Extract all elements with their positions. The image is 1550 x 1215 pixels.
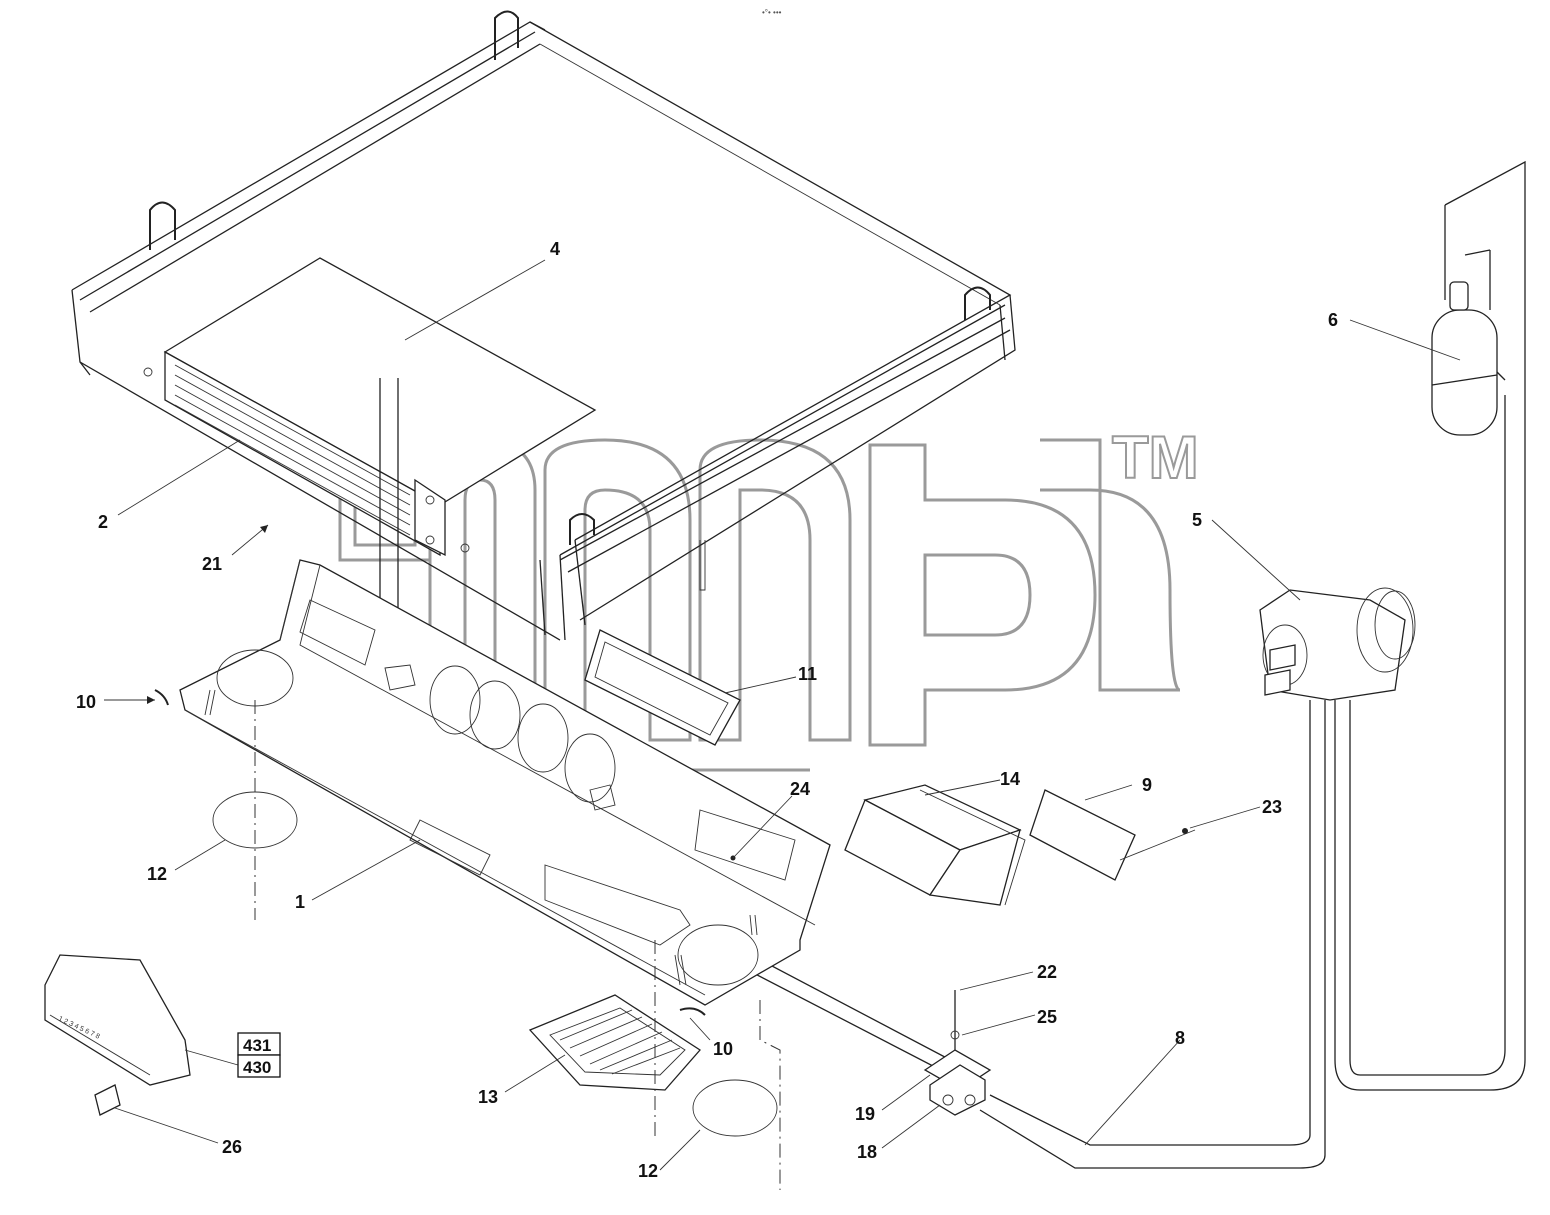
ring-12-left [212,700,298,920]
top-mark: •°• ••• [762,8,782,17]
callout-1: 1 [295,892,305,912]
callout-10-left: 10 [76,692,96,712]
callout-2: 2 [98,512,108,532]
callout-24: 24 [790,779,810,799]
ref-box-430: 430 [237,1054,281,1078]
callout-19: 19 [855,1104,875,1124]
callout-8: 8 [1175,1028,1185,1048]
ref-box-431: 431 [237,1032,281,1056]
hose-loop-8 [979,160,1526,1169]
mounting-panel [179,559,831,1006]
plate-9 [1029,789,1196,881]
callout-6: 6 [1328,310,1338,330]
callout-11: 11 [798,664,817,684]
ring-12-bottom [692,1000,781,1190]
mount-block [923,990,992,1116]
watermark-tm: TM [1112,424,1199,491]
callout-21: 21 [202,554,222,574]
ref-box-431-text: 431 [243,1036,271,1055]
callouts: 4 2 21 6 5 10 11 24 14 9 23 12 1 22 25 8… [76,239,1338,1181]
callout-12-left: 12 [147,864,167,884]
callout-25: 25 [1037,1007,1057,1027]
callout-14: 14 [1000,769,1020,789]
ref-box-430-text: 430 [243,1058,271,1077]
fuse-box: 1 2 3 4 5 6 7 8 [44,954,239,1116]
seal-10 [154,689,706,1016]
callout-23: 23 [1262,797,1282,817]
callout-26: 26 [222,1137,242,1157]
callout-12-bottom: 12 [638,1161,658,1181]
receiver-drier-6 [1431,281,1506,436]
arrow-10-head [147,696,155,704]
leader-lines [104,259,1461,1171]
arrow-21-head [260,525,268,533]
duct-14 [844,784,1026,906]
callout-22: 22 [1037,962,1057,982]
grille-13 [528,940,701,1140]
callout-18: 18 [857,1142,877,1162]
callout-10-bottom: 10 [713,1039,733,1059]
callout-13: 13 [478,1087,498,1107]
callout-9: 9 [1142,775,1152,795]
roof-frame [71,10,1016,641]
callout-5: 5 [1192,510,1202,530]
compressor-5 [1259,587,1416,701]
callout-4: 4 [550,239,560,259]
filter-11 [584,629,741,746]
